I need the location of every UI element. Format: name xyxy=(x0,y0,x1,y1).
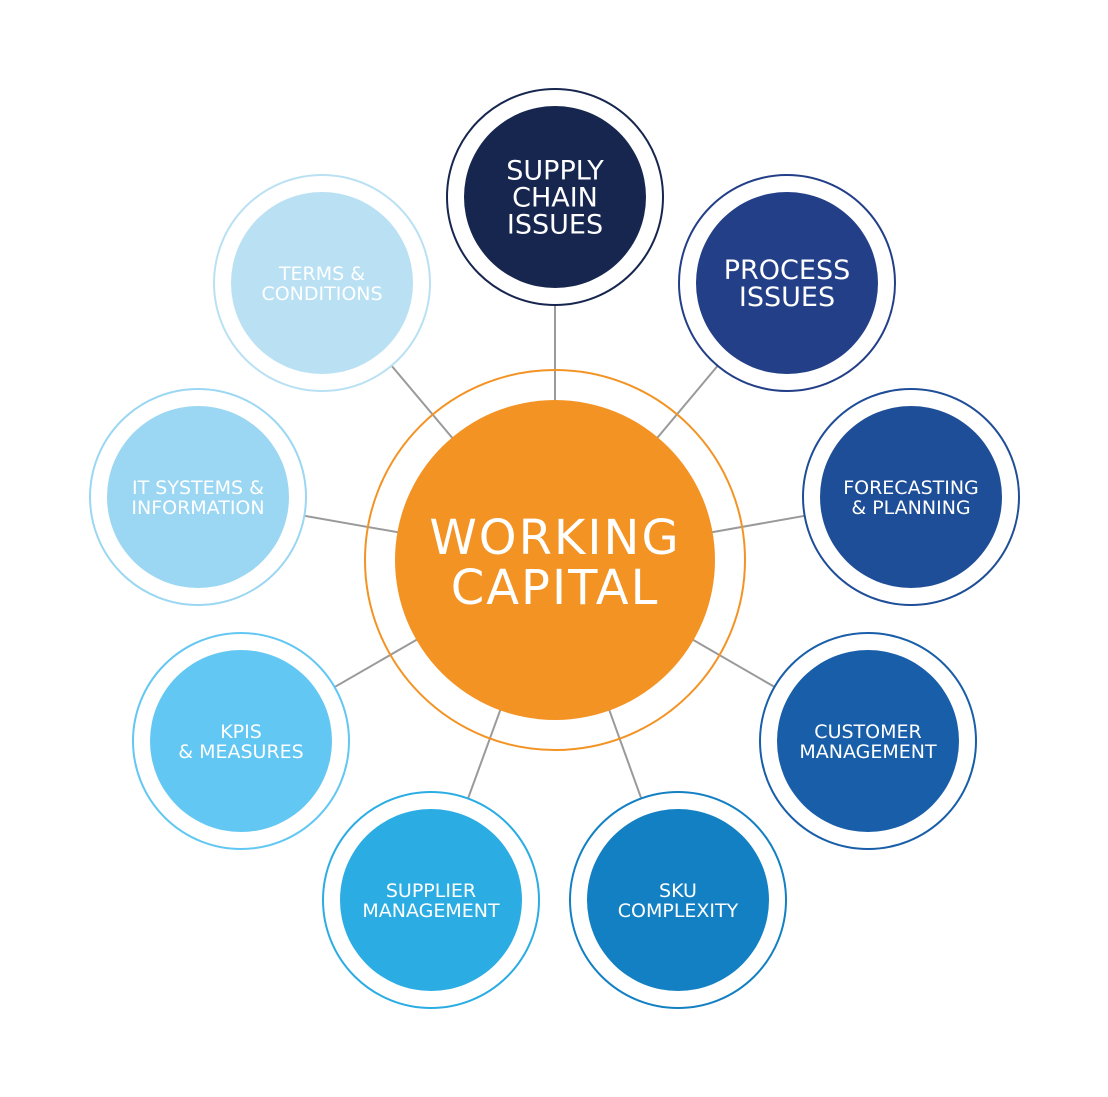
node-label: SUPPLY xyxy=(506,156,604,187)
center-circle xyxy=(395,400,715,720)
node-label: FORECASTING xyxy=(843,477,979,499)
node-circle xyxy=(587,809,769,991)
node-circle xyxy=(107,406,289,588)
center-label: CAPITAL xyxy=(451,560,660,616)
node-label: CHAIN xyxy=(512,183,598,214)
node-label: MANAGEMENT xyxy=(362,900,500,922)
node-label: ISSUES xyxy=(739,282,835,313)
node-it-systems-information: IT SYSTEMS &INFORMATION xyxy=(89,388,307,606)
node-label: KPIS xyxy=(220,721,262,743)
node-label: CONDITIONS xyxy=(261,283,382,305)
node-label: & PLANNING xyxy=(851,497,970,519)
node-label: CUSTOMER xyxy=(814,721,921,743)
node-terms-conditions: TERMS &CONDITIONS xyxy=(213,174,431,392)
node-kpis-measures: KPIS& MEASURES xyxy=(132,632,350,850)
node-label: TERMS & xyxy=(278,263,365,285)
node-label: & MEASURES xyxy=(178,741,304,763)
node-label: IT SYSTEMS & xyxy=(132,477,264,499)
node-circle xyxy=(340,809,522,991)
node-circle xyxy=(150,650,332,832)
center-label: WORKING xyxy=(429,510,680,566)
node-circle xyxy=(464,106,646,288)
node-label: MANAGEMENT xyxy=(799,741,937,763)
node-label: ISSUES xyxy=(507,210,603,241)
node-label: PROCESS xyxy=(724,255,850,286)
node-circle xyxy=(231,192,413,374)
center-ring xyxy=(364,369,746,751)
node-label: SKU xyxy=(659,880,697,902)
node-circle xyxy=(696,192,878,374)
node-label: SUPPLIER xyxy=(386,880,476,902)
node-label: COMPLEXITY xyxy=(618,900,739,922)
node-circle xyxy=(820,406,1002,588)
node-forecasting-planning: FORECASTING& PLANNING xyxy=(802,388,1020,606)
node-label: INFORMATION xyxy=(131,497,264,519)
node-circle xyxy=(777,650,959,832)
